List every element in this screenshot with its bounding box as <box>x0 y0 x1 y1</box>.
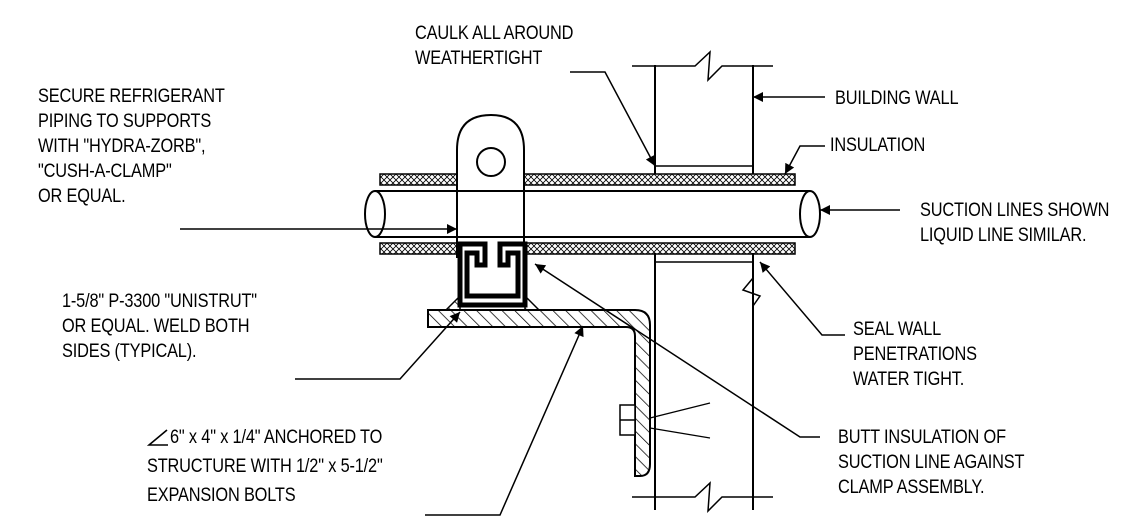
leaders <box>180 71 900 516</box>
suction-pipe <box>364 173 821 255</box>
pipe-clamp <box>456 113 525 258</box>
label-angle-rest: STRUCTURE WITH 1/2" x 5-1/2" EXPANSION B… <box>147 456 383 506</box>
label-angle-line1: 6" x 4" x 1/4" ANCHORED TO <box>170 427 383 448</box>
label-building-wall: BUILDING WALL <box>835 88 959 109</box>
label-butt-insulation: BUTT INSULATION OF SUCTION LINE AGAINST … <box>838 427 1025 498</box>
steel-angle <box>427 309 711 477</box>
angle-symbol-icon <box>147 429 168 446</box>
label-suction-lines: SUCTION LINES SHOWN LIQUID LINE SIMILAR. <box>920 200 1110 246</box>
label-caulk: CAULK ALL AROUND WEATHERTIGHT <box>415 23 574 69</box>
label-secure-piping: SECURE REFRIGERANT PIPING TO SUPPORTS WI… <box>38 86 225 207</box>
building-wall <box>632 50 773 513</box>
label-insulation: INSULATION <box>830 135 926 156</box>
label-unistrut: 1-5/8" P-3300 "UNISTRUT" OR EQUAL. WELD … <box>62 291 257 362</box>
label-seal-wall: SEAL WALL PENETRATIONS WATER TIGHT. <box>853 319 977 390</box>
